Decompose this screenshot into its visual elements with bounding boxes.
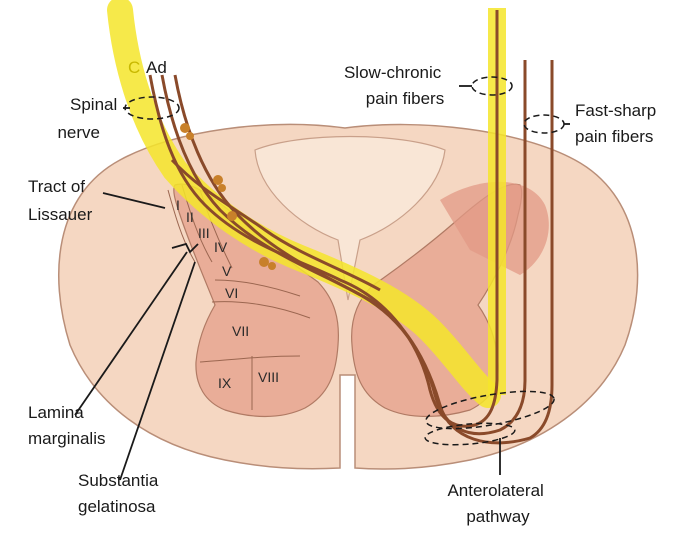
- label-spinal-nerve: Spinal nerve: [57, 95, 122, 142]
- fiber-label-c: C: [128, 58, 140, 77]
- fiber-label-ad: Ad: [146, 58, 167, 77]
- fast-sharp-ellipse: [524, 115, 564, 133]
- lamina-label-1: I: [176, 197, 180, 213]
- lamina-label-4: IV: [214, 239, 228, 255]
- label-lamina-marginalis: Lamina marginalis: [28, 403, 105, 448]
- lamina-label-2: II: [186, 209, 194, 225]
- label-fast-sharp-pain-fibers: Fast-sharp pain fibers: [575, 101, 661, 146]
- label-slow-chronic-pain-fibers: Slow-chronic pain fibers: [344, 63, 446, 108]
- label-anterolateral-pathway: Anterolateral pathway: [447, 481, 548, 526]
- lamina-label-8: VIII: [258, 369, 279, 385]
- lamina-label-7: VII: [232, 323, 249, 339]
- label-substantia-gelatinosa: Substantia gelatinosa: [78, 471, 163, 516]
- lamina-label-9: IX: [218, 375, 232, 391]
- lamina-label-3: III: [198, 225, 210, 241]
- lamina-label-5: V: [222, 263, 232, 279]
- lamina-label-6: VI: [225, 285, 238, 301]
